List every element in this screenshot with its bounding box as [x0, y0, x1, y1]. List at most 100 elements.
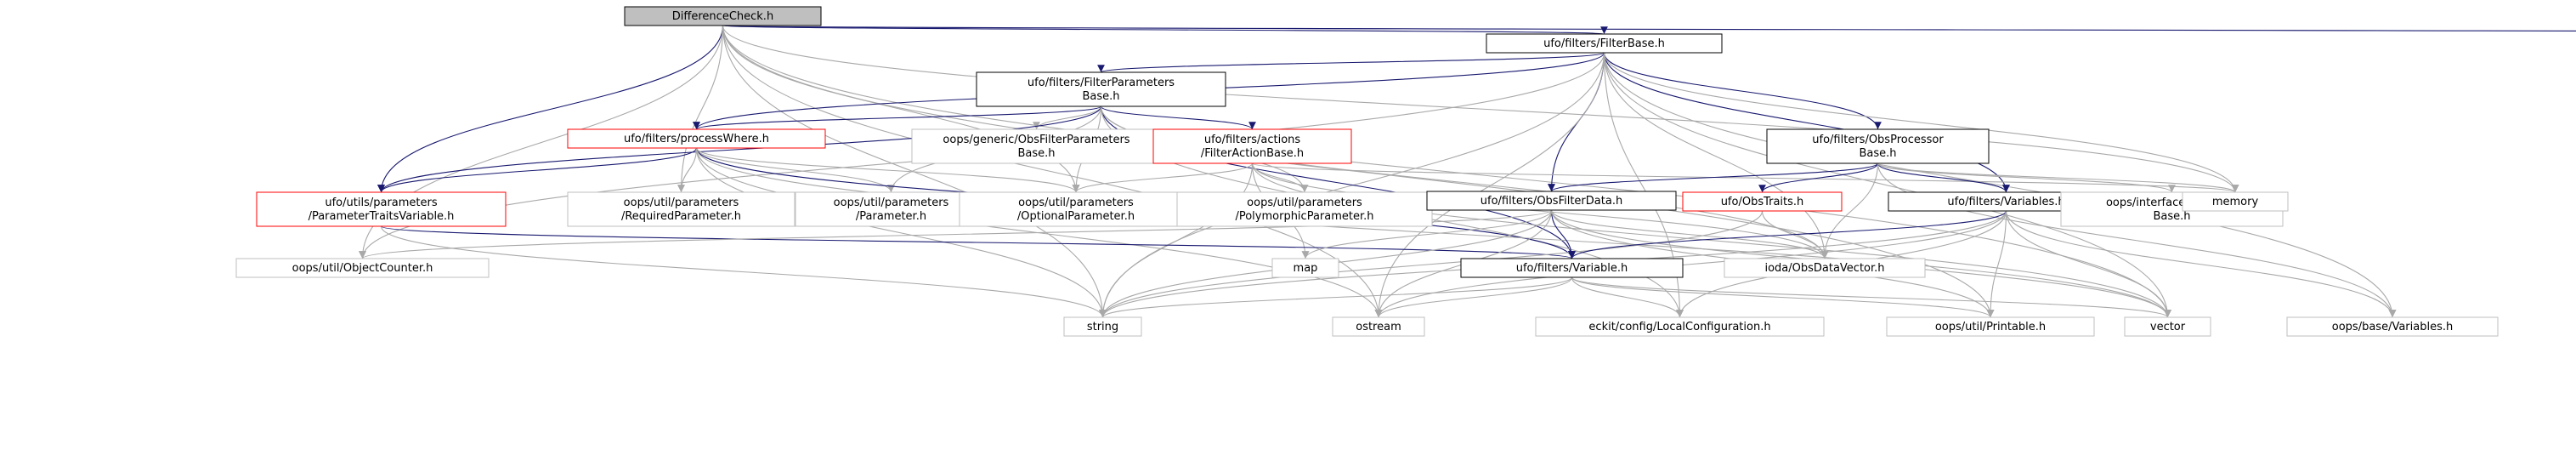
edge-filterparams-to-obsfilterparams	[1033, 105, 1102, 130]
edge-obsprocessor-to-obsfilterbase	[1877, 162, 2176, 193]
edge-diffcheck-to-memory	[722, 25, 2239, 193]
node-label: oops/generic/ObsFilterParameters	[943, 134, 1129, 146]
node-box	[2124, 316, 2211, 337]
node-box	[1063, 316, 1142, 337]
node-localconfig[interactable]: eckit/config/LocalConfiguration.h	[1535, 316, 1825, 337]
node-paramtraits[interactable]: ufo/utils/parameters/ParameterTraitsVari…	[256, 191, 507, 227]
edge-obsfilterdata-to-map	[1301, 209, 1553, 259]
node-label: vector	[2150, 321, 2186, 333]
node-label: oops/util/parameters	[1018, 197, 1134, 209]
node-label: ostream	[1356, 321, 1401, 333]
node-variable[interactable]: ufo/filters/Variable.h	[1460, 258, 1684, 278]
edge-variables-to-vector	[2005, 210, 2171, 318]
node-obstraits[interactable]: ufo/ObsTraits.h	[1682, 191, 1843, 212]
node-vector[interactable]: vector	[2124, 316, 2211, 337]
node-label: DifferenceCheck.h	[672, 10, 773, 23]
node-filterbase[interactable]: ufo/filters/FilterBase.h	[1486, 33, 1723, 54]
edge-diffcheck-to-vector	[722, 25, 2171, 318]
node-processwhere[interactable]: ufo/filters/processWhere.h	[567, 128, 826, 149]
node-label: memory	[2212, 196, 2259, 208]
edge-variable-to-vector	[1571, 276, 2171, 318]
node-label: ufo/filters/Variables.h	[1947, 196, 2064, 208]
node-obsdatavector[interactable]: ioda/ObsDataVector.h	[1724, 258, 1926, 278]
node-box	[567, 128, 826, 149]
node-box	[2182, 191, 2289, 212]
node-requiredparam[interactable]: oops/util/parameters/RequiredParameter.h	[567, 191, 795, 227]
edge-diffcheck-to-filterbase	[722, 25, 1607, 35]
edge-filterbase-to-obsprocessor	[1603, 52, 1882, 130]
node-box	[1535, 316, 1825, 337]
nodes-layer: DifferenceCheck.h ufo/filters/FilterBase.…	[235, 6, 2499, 337]
edge-variable-to-printable	[1571, 276, 1995, 318]
node-box	[567, 191, 795, 227]
node-label: ufo/ObsTraits.h	[1721, 196, 1804, 208]
node-label: string	[1087, 321, 1118, 333]
node-label: ufo/filters/FilterBase.h	[1543, 37, 1665, 50]
node-parameter[interactable]: oops/util/parameters/Parameter.h	[795, 191, 988, 227]
edge-variable-to-localconfig	[1571, 276, 1684, 318]
edge-filterbase-to-variables	[1603, 52, 2010, 193]
edge-processwhere-to-parameter	[695, 147, 895, 193]
node-label: Base.h	[1082, 90, 1119, 103]
node-ostream[interactable]: ostream	[1332, 316, 1425, 337]
node-label: /ParameterTraitsVariable.h	[309, 210, 455, 223]
edge-filterbase-to-filterparams	[1097, 52, 1605, 73]
node-box	[911, 128, 1162, 164]
node-label: oops/util/parameters	[624, 197, 739, 209]
edge-filteractionbase-to-polymorphicparam	[1251, 162, 1309, 193]
node-printable[interactable]: oops/util/Printable.h	[1886, 316, 2095, 337]
node-label: /Parameter.h	[856, 210, 926, 223]
node-box	[1766, 128, 1990, 164]
edge-processwhere-to-string	[695, 147, 1107, 318]
edge-variable-to-string	[1099, 276, 1573, 318]
edge-processwhere-to-optionalparam	[695, 147, 1080, 193]
node-obsfilterdata[interactable]: ufo/filters/ObsFilterData.h	[1426, 191, 1677, 211]
node-label: ufo/filters/FilterParameters	[1028, 77, 1175, 89]
edge-obsprocessor-to-obstraits	[1758, 162, 1879, 193]
node-label: map	[1294, 262, 1318, 275]
node-filteractionbase[interactable]: ufo/filters/actions/FilterActionBase.h	[1152, 128, 1352, 164]
node-string[interactable]: string	[1063, 316, 1142, 337]
edge-obsfilterdata-to-objectcounter	[359, 209, 1553, 259]
edge-diffcheck-to-requiredparam	[677, 25, 724, 193]
node-oopsvariables[interactable]: oops/base/Variables.h	[2286, 316, 2499, 337]
node-label: Base.h	[1017, 147, 1055, 160]
node-label: ioda/ObsDataVector.h	[1764, 262, 1884, 275]
edge-obsprocessor-to-obsdatavector	[1820, 162, 1879, 259]
node-box	[1332, 316, 1425, 337]
edge-filteractionbase-to-obsdatavector	[1251, 162, 1829, 259]
node-diffcheck[interactable]: DifferenceCheck.h	[624, 6, 822, 26]
edge-variable-to-ostream	[1374, 276, 1573, 318]
node-optionalparam[interactable]: oops/util/parameters/OptionalParameter.h	[959, 191, 1193, 227]
node-label: Base.h	[2153, 210, 2190, 223]
node-map[interactable]: map	[1271, 258, 1339, 278]
node-label: eckit/config/LocalConfiguration.h	[1588, 321, 1770, 333]
edge-obsprocessor-to-variables	[1877, 162, 2010, 193]
node-polymorphicparam[interactable]: oops/util/parameters/PolymorphicParamete…	[1176, 191, 1433, 227]
node-box	[256, 191, 507, 227]
edge-filterparams-to-processwhere	[693, 105, 1102, 130]
node-label: oops/base/Variables.h	[2332, 321, 2453, 333]
node-label: Base.h	[1859, 147, 1896, 160]
edge-processwhere-to-vector	[695, 147, 2171, 318]
edge-paramtraits-to-variable	[380, 225, 1576, 259]
node-label: /FilterActionBase.h	[1201, 147, 1304, 160]
node-label: ufo/filters/actions	[1204, 134, 1301, 146]
node-label: ufo/filters/Variable.h	[1516, 262, 1628, 275]
node-objectcounter[interactable]: oops/util/ObjectCounter.h	[235, 258, 490, 278]
node-box	[1426, 191, 1677, 211]
node-memory[interactable]: memory	[2182, 191, 2289, 212]
node-box	[1886, 316, 2095, 337]
node-label: ufo/filters/processWhere.h	[624, 133, 769, 145]
node-box	[235, 258, 490, 278]
node-box	[1486, 33, 1723, 54]
node-box	[1271, 258, 1339, 278]
node-box	[976, 71, 1226, 107]
edge-diffcheck-to-paramtraits	[377, 25, 724, 193]
edge-obsprocessor-to-memory	[1877, 162, 2239, 193]
node-box	[624, 6, 822, 26]
